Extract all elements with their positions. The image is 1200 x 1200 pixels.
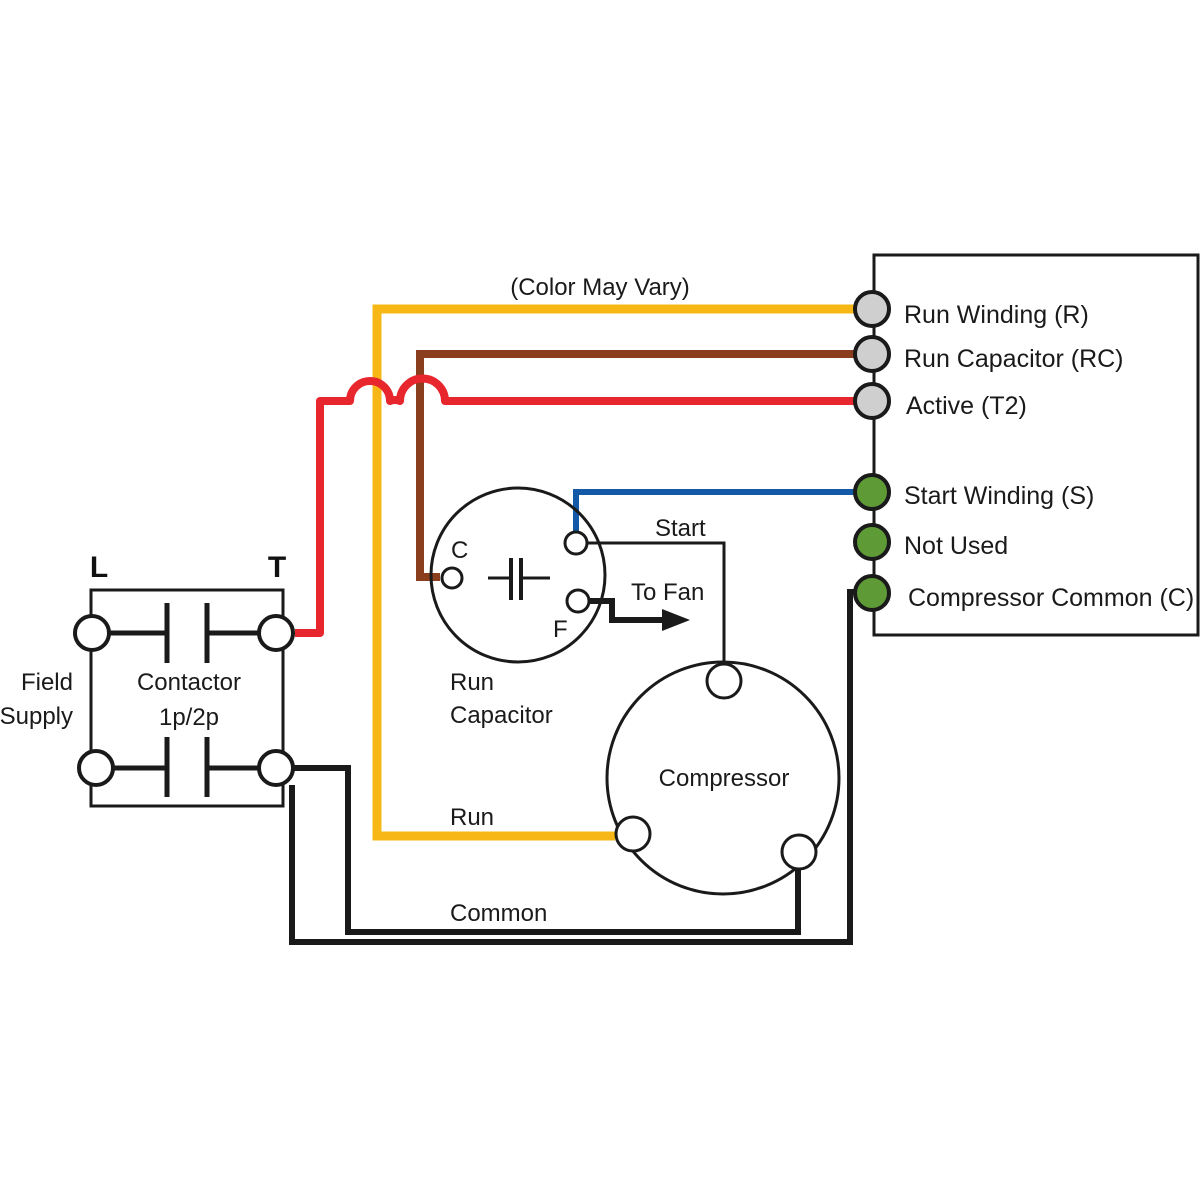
compressor-terminal-start bbox=[705, 662, 743, 700]
field-supply-label-1: Field bbox=[21, 669, 73, 696]
color-note: (Color May Vary) bbox=[510, 274, 690, 301]
wire-active-red bbox=[295, 374, 860, 637]
run-capacitor-label-2: Capacitor bbox=[450, 702, 553, 729]
contactor-contact-bottom bbox=[112, 737, 262, 797]
contactor-l-label: L bbox=[90, 551, 108, 584]
compressor-terminal-common bbox=[780, 833, 818, 871]
wire-common-inner bbox=[292, 765, 801, 935]
wire-run-yellow bbox=[372, 304, 860, 841]
contactor-contact-top bbox=[110, 603, 262, 663]
run-capacitor-body bbox=[429, 486, 607, 664]
contactor-terminal-t1 bbox=[257, 614, 295, 652]
to-fan-label: To Fan bbox=[631, 579, 704, 606]
terminal-label-compressor-common: Compressor Common (C) bbox=[908, 584, 1194, 612]
run-capacitor-label-1: Run bbox=[450, 669, 494, 696]
contactor-type-label: 1p/2p bbox=[159, 704, 219, 731]
terminal-not-used bbox=[853, 523, 891, 561]
compressor-body bbox=[605, 660, 841, 896]
run-wire-label: Run bbox=[450, 804, 494, 831]
capacitor-f-label: F bbox=[553, 616, 568, 643]
field-supply-label-2: Supply bbox=[0, 703, 73, 730]
terminal-run-capacitor bbox=[853, 335, 891, 373]
terminal-label-run-capacitor: Run Capacitor (RC) bbox=[904, 345, 1124, 373]
wire-start bbox=[588, 541, 726, 665]
terminal-label-run-winding: Run Winding (R) bbox=[904, 301, 1089, 329]
capacitor-terminal-herm bbox=[563, 530, 589, 556]
wire-start-blue bbox=[573, 489, 860, 532]
terminal-start-winding bbox=[853, 473, 891, 511]
contactor-terminal-t2 bbox=[257, 749, 295, 787]
common-wire-label: Common bbox=[450, 900, 547, 927]
to-fan-arrow-icon bbox=[662, 609, 690, 631]
contactor-box bbox=[89, 588, 285, 808]
terminal-active bbox=[853, 382, 891, 420]
capacitor-c-label: C bbox=[451, 537, 468, 564]
contactor-label: Contactor bbox=[137, 669, 241, 696]
terminal-compressor-common bbox=[853, 574, 891, 612]
capacitor-terminal-c bbox=[440, 566, 464, 590]
terminal-label-start-winding: Start Winding (S) bbox=[904, 482, 1094, 510]
contactor-t-label: T bbox=[268, 551, 286, 584]
capacitor-symbol-icon bbox=[488, 558, 550, 600]
contactor-terminal-l1 bbox=[73, 614, 111, 652]
terminal-label-not-used: Not Used bbox=[904, 532, 1008, 560]
compressor-label: Compressor bbox=[659, 765, 790, 792]
terminal-label-active: Active (T2) bbox=[906, 392, 1027, 420]
compressor-terminal-run bbox=[614, 815, 652, 853]
terminal-run-winding bbox=[853, 290, 891, 328]
start-wire-label: Start bbox=[655, 515, 706, 542]
contactor-terminal-l2 bbox=[77, 749, 115, 787]
capacitor-terminal-f bbox=[565, 588, 591, 614]
